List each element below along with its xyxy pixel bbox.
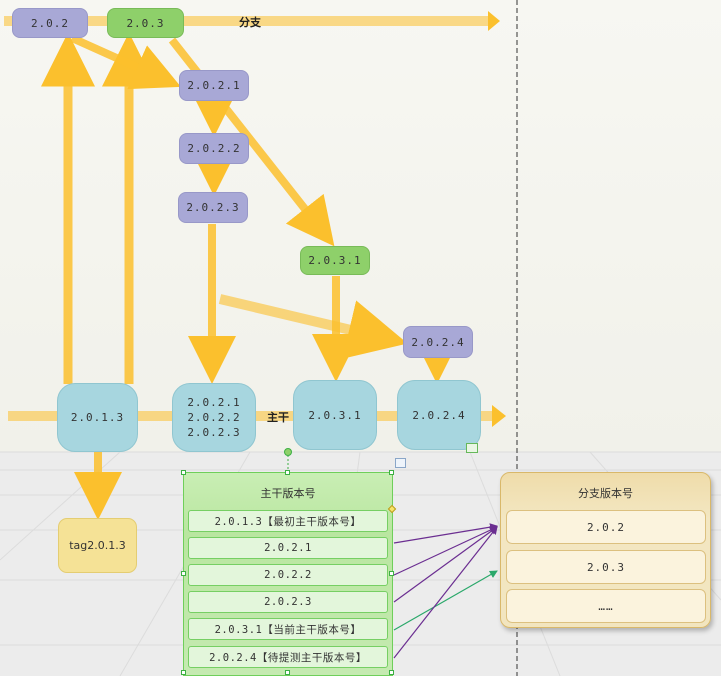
trunk-version-row[interactable]: 2.0.3.1【当前主干版本号】 (188, 618, 388, 640)
trunk-version-panel[interactable]: 主干版本号 2.0.1.3【最初主干版本号】 2.0.2.1 2.0.2.2 2… (183, 472, 393, 676)
resize-handle[interactable] (389, 670, 394, 675)
tag-node[interactable]: tag2.0.1.3 (58, 518, 137, 573)
trunk-node-2-0-1-3[interactable]: 2.0.1.3 (57, 383, 138, 452)
connector-line (393, 570, 498, 631)
connector-line (393, 523, 498, 544)
branch-version-panel[interactable]: 分支版本号 2.0.2 2.0.3 …… (500, 472, 711, 628)
resize-handle[interactable] (285, 670, 290, 675)
resize-handle[interactable] (181, 571, 186, 576)
trunk-version-row[interactable]: 2.0.2.1 (188, 537, 388, 559)
resize-handle[interactable] (389, 571, 394, 576)
resize-handle[interactable] (181, 670, 186, 675)
connector-line (393, 526, 498, 576)
trunk-node-merge[interactable]: 2.0.2.1 2.0.2.2 2.0.2.3 (172, 383, 256, 452)
trunk-version-row[interactable]: 2.0.2.2 (188, 564, 388, 586)
branch-panel-title: 分支版本号 (578, 487, 633, 500)
node-2-0-2-3[interactable]: 2.0.2.3 (178, 192, 248, 223)
trunk-version-row[interactable]: 2.0.1.3【最初主干版本号】 (188, 510, 388, 532)
trunk-node-2-0-2-4[interactable]: 2.0.2.4 (397, 380, 481, 450)
arrow-to-2024 (218, 294, 408, 359)
branch-label: 分支 (239, 16, 261, 29)
branch-version-row[interactable]: 2.0.2 (506, 510, 706, 544)
trunk-version-row[interactable]: 2.0.2.3 (188, 591, 388, 613)
resize-handle[interactable] (285, 470, 290, 475)
node-2-0-2[interactable]: 2.0.2 (12, 8, 88, 38)
resize-handle[interactable] (181, 470, 186, 475)
rotate-handle[interactable] (284, 448, 292, 456)
node-2-0-2-1[interactable]: 2.0.2.1 (179, 70, 249, 101)
trunk-version-row[interactable]: 2.0.2.4【待提测主干版本号】 (188, 646, 388, 668)
node-2-0-3-1[interactable]: 2.0.3.1 (300, 246, 370, 275)
node-2-0-2-4[interactable]: 2.0.2.4 (403, 326, 473, 358)
branch-version-row[interactable]: …… (506, 589, 706, 623)
arrow-202-to-2021 (70, 34, 181, 90)
connector-line (393, 526, 498, 603)
note-icon[interactable] (466, 443, 478, 453)
trunk-node-2-0-3-1[interactable]: 2.0.3.1 (293, 380, 377, 450)
trunk-panel-title: 主干版本号 (260, 487, 316, 500)
panel-toggle-icon[interactable] (395, 458, 406, 468)
node-2-0-3[interactable]: 2.0.3 (107, 8, 184, 38)
connector-line (393, 526, 498, 659)
resize-handle[interactable] (389, 470, 394, 475)
branch-version-row[interactable]: 2.0.3 (506, 550, 706, 584)
node-2-0-2-2[interactable]: 2.0.2.2 (179, 133, 249, 164)
trunk-label: 主干 (267, 411, 289, 424)
